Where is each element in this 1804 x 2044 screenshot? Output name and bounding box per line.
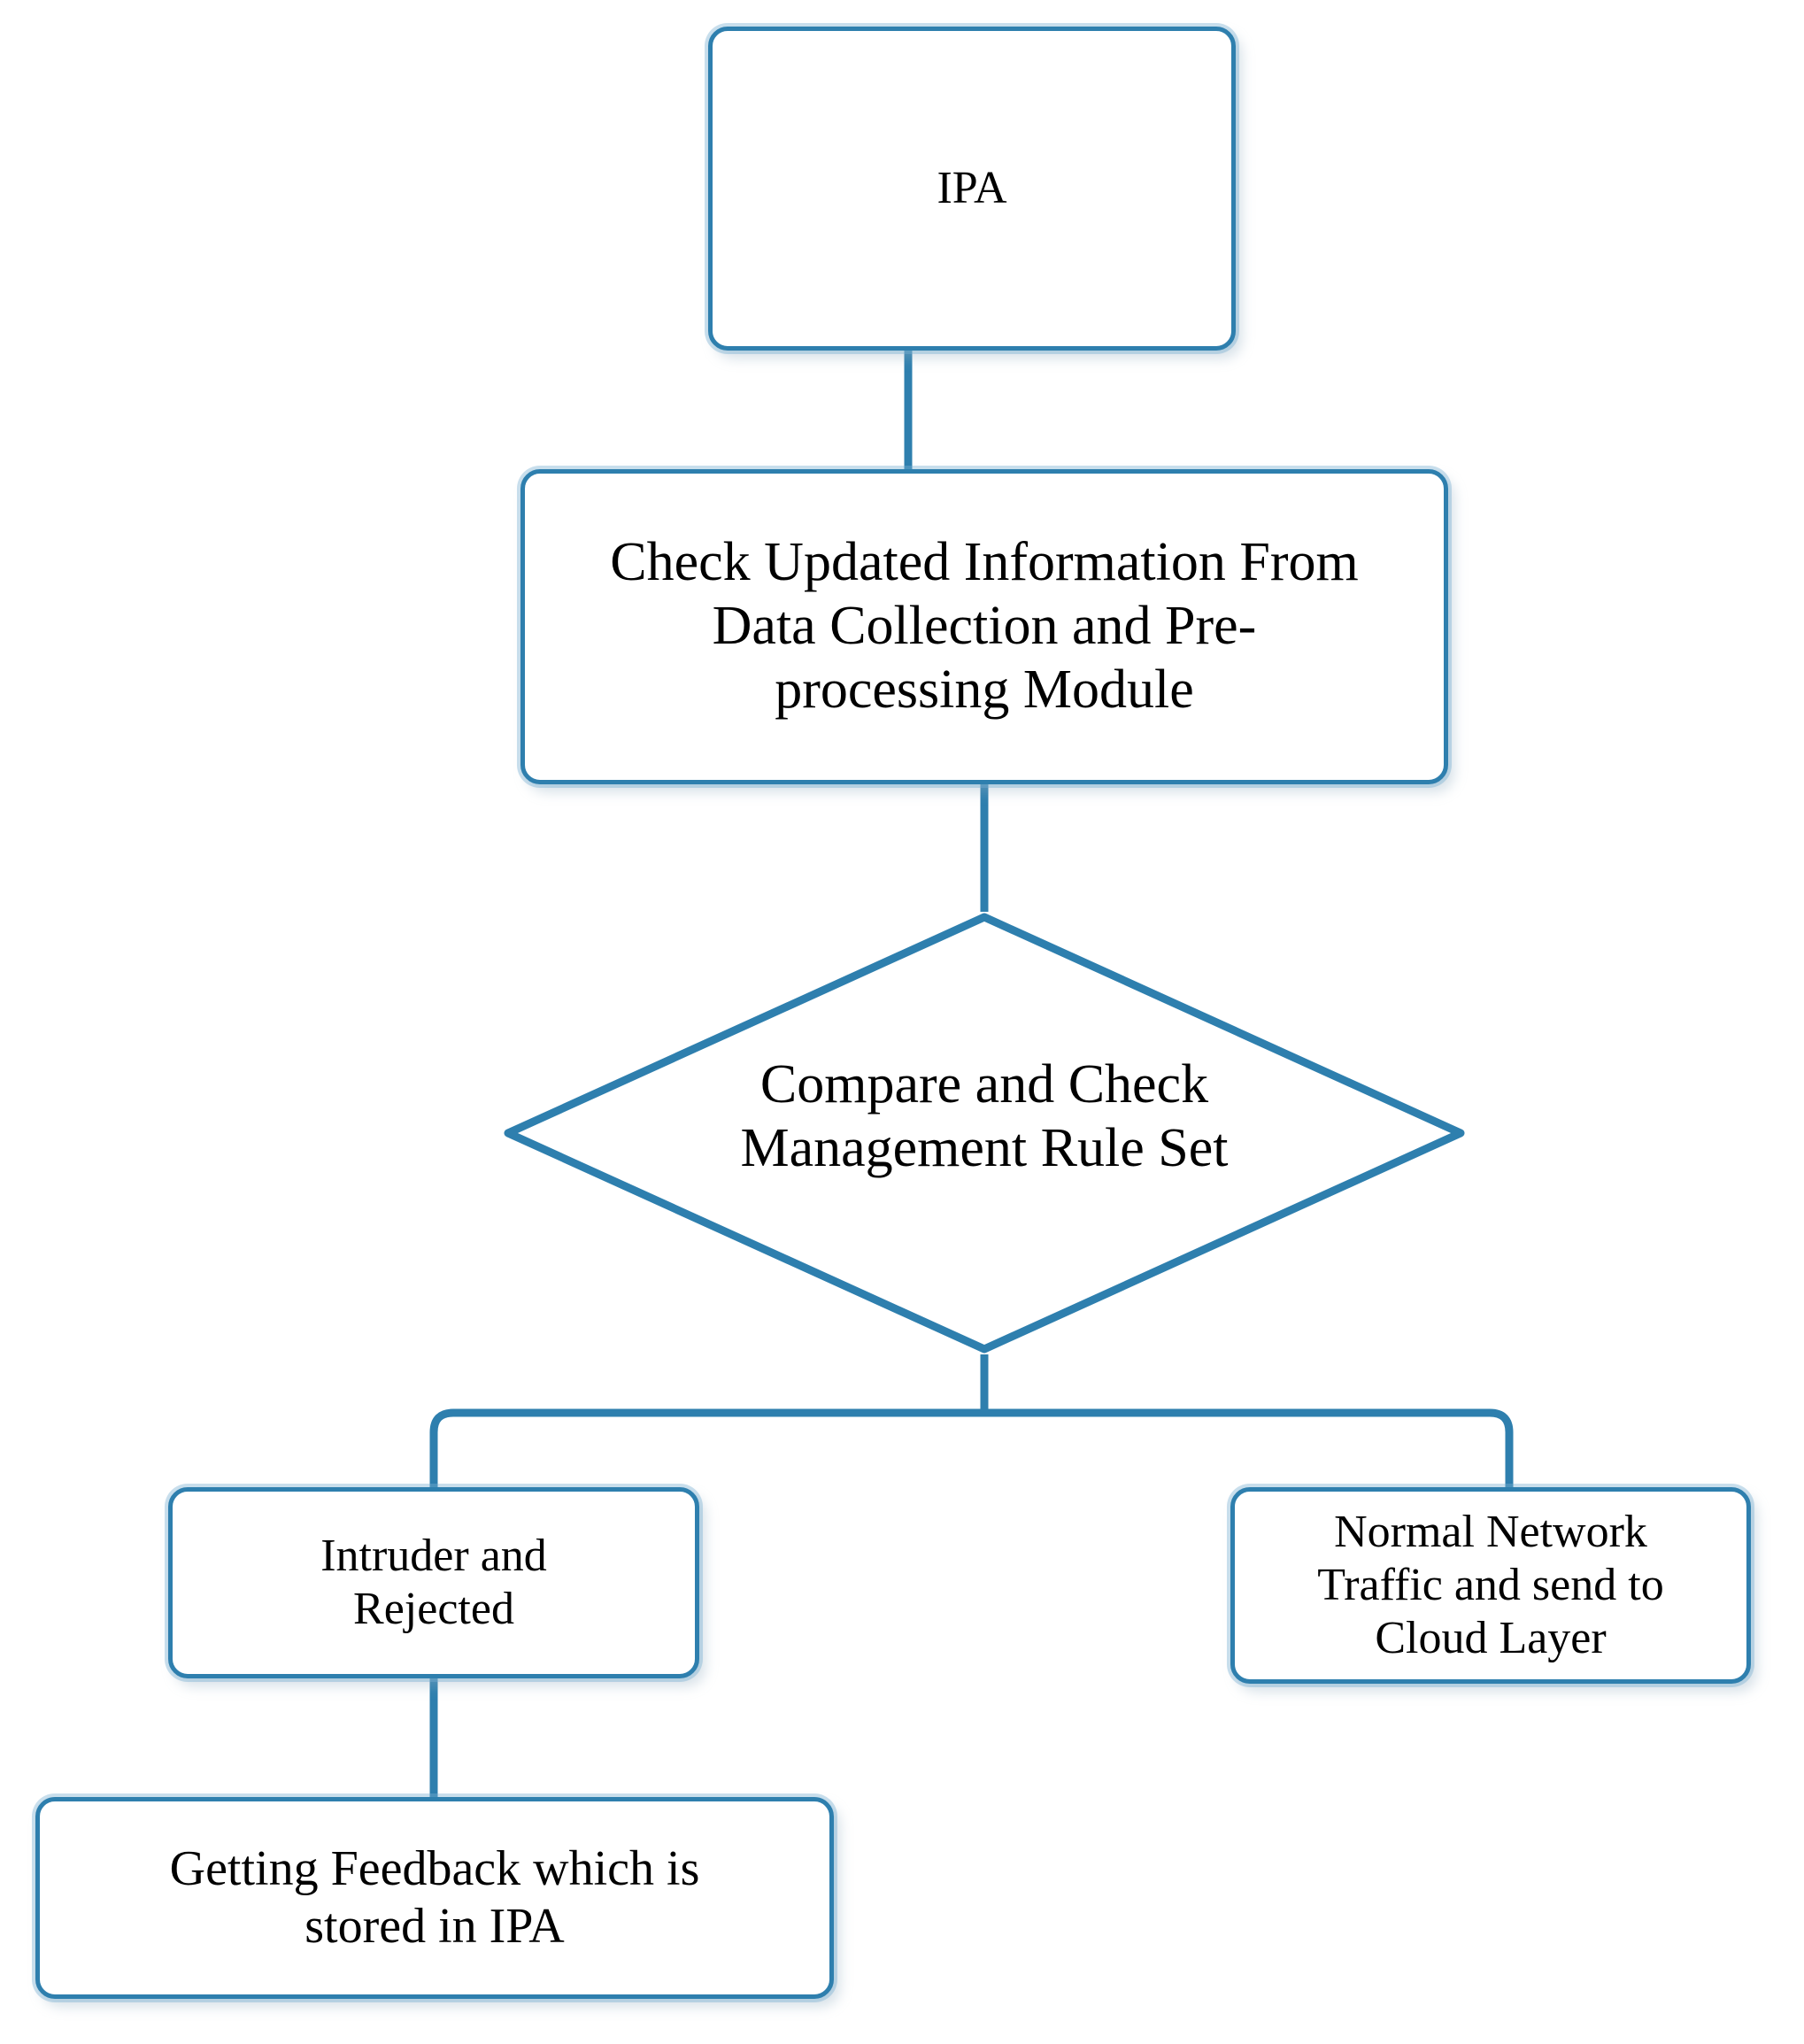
node-ipa[interactable]: IPA — [708, 27, 1236, 351]
node-compare-and-check-decision-label: Compare and Check Management Rule Set — [740, 1054, 1229, 1178]
node-getting-feedback-label: Getting Feedback which is stored in IPA — [169, 1841, 700, 1954]
node-check-updated-information-label: Check Updated Information From Data Coll… — [610, 532, 1359, 720]
node-getting-feedback[interactable]: Getting Feedback which is stored in IPA — [35, 1797, 834, 1999]
edge-decision-intruder — [429, 1408, 984, 1489]
node-check-updated-information[interactable]: Check Updated Information From Data Coll… — [520, 469, 1448, 784]
diamond-shape-icon — [503, 912, 1466, 1354]
node-compare-and-check-decision[interactable]: Compare and Check Management Rule Set — [503, 912, 1466, 1354]
edge-decision-normal — [984, 1408, 1514, 1489]
node-intruder-and-rejected[interactable]: Intruder and Rejected — [168, 1487, 699, 1678]
node-intruder-and-rejected-label: Intruder and Rejected — [320, 1530, 547, 1634]
node-normal-network-traffic-label: Normal Network Traffic and send to Cloud… — [1317, 1506, 1664, 1664]
node-normal-network-traffic[interactable]: Normal Network Traffic and send to Cloud… — [1230, 1487, 1751, 1684]
node-ipa-label: IPA — [937, 162, 1007, 213]
